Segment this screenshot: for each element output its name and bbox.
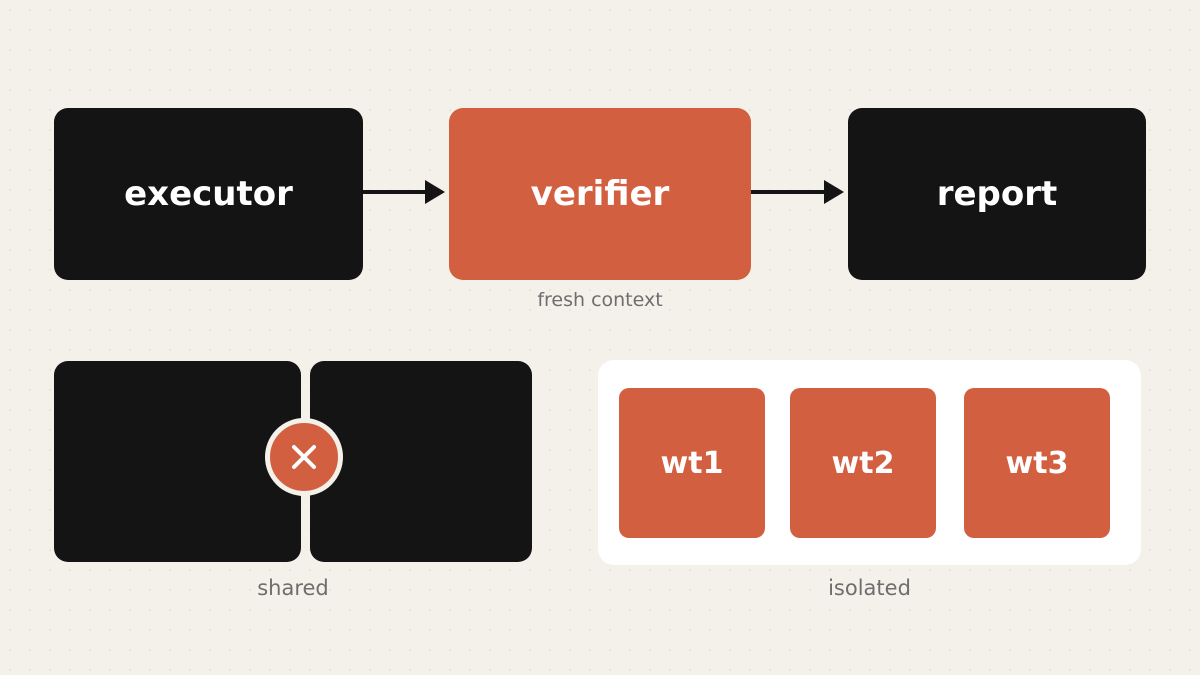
- worktree-label: wt3: [1005, 445, 1069, 481]
- worktree-label: wt2: [831, 445, 895, 481]
- shared-caption: shared: [257, 576, 329, 600]
- isolated-caption: isolated: [828, 576, 911, 600]
- verifier-caption: fresh context: [537, 289, 663, 311]
- executor-box: executor: [54, 108, 363, 280]
- x-icon: [292, 445, 316, 469]
- worktree-box-1: wt1: [619, 388, 765, 538]
- shared-panel-left: [54, 361, 301, 562]
- conflict-marker: [265, 418, 343, 496]
- report-label: report: [936, 174, 1058, 214]
- verifier-box: verifier: [449, 108, 751, 280]
- worktree-box-2: wt2: [790, 388, 936, 538]
- verifier-label: verifier: [530, 174, 670, 214]
- shared-panel-right: [310, 361, 532, 562]
- arrow-verifier-to-report: [751, 180, 844, 204]
- worktree-box-3: wt3: [964, 388, 1110, 538]
- arrow-executor-to-verifier: [363, 180, 445, 204]
- executor-label: executor: [124, 174, 293, 214]
- worktree-label: wt1: [660, 445, 724, 481]
- report-box: report: [848, 108, 1146, 280]
